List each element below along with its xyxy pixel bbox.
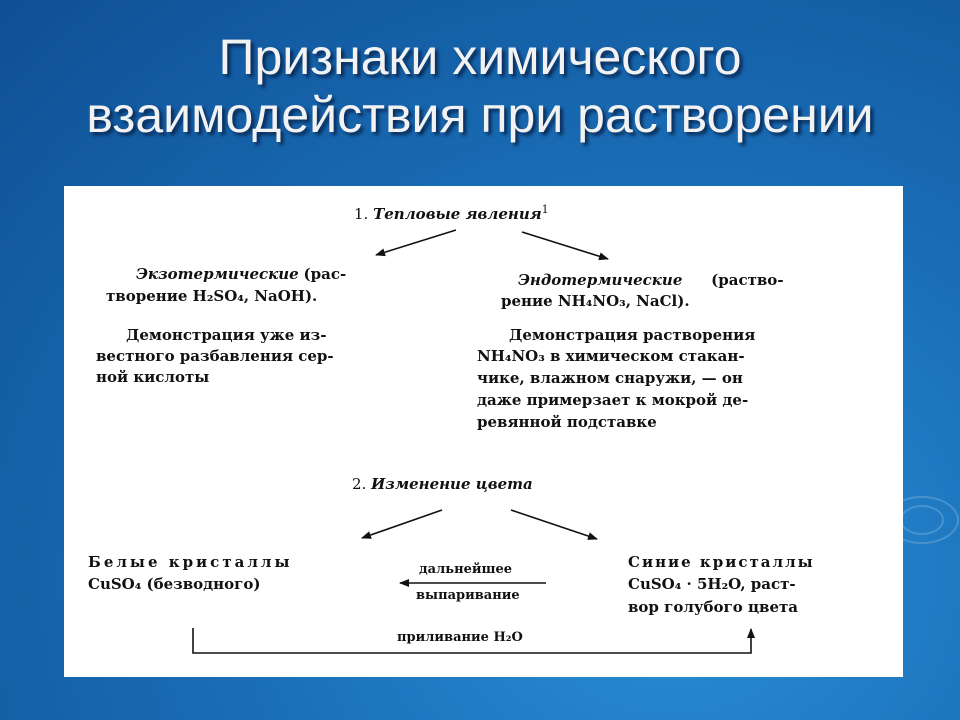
white-crystals-line-1: Белые кристаллы [88,553,293,571]
arrow-to-exo [375,229,457,257]
endo-demo-line: даже примерзает к мокрой де- [477,391,749,409]
section1-heading: 1. Тепловые явления1 [354,203,549,223]
endo-demo-line: Демонстрация растворения [509,326,756,344]
scheme-panel: 1. Тепловые явления1 Экзотермические (ра… [64,186,903,677]
endo-line-1: Эндотермические (раство- [518,271,784,289]
endo-demo-line: ревянной подставке [477,413,657,431]
evaporation-label-1: дальнейшее [419,562,513,577]
evaporation-label-2: выпаривание [416,588,520,603]
exo-line-1: Экзотермические (рас- [136,265,347,283]
endo-demo-line: чике, влажном снаружи, — он [477,369,743,387]
exo-demo-line: ной кислоты [96,368,210,386]
slide-title: Признаки химического взаимодействия при … [0,28,960,144]
title-line-2: взаимодействия при растворении [86,87,874,143]
section2-heading: 2. Изменение цвета [352,475,533,493]
pouring-arrow [192,628,755,654]
title-line-1: Признаки химического [218,29,742,85]
exo-demo-line: Демонстрация уже из- [126,326,327,344]
scheme-arrows [192,229,755,654]
exo-line-2: творение H₂SO₄, NaOH). [106,287,318,305]
blue-crystals-line-3: вор голубого цвета [628,598,799,616]
blue-crystals-line-2: CuSO₄ · 5H₂O, раст- [628,575,796,593]
exo-demo-line: вестного разбавления сер- [96,347,334,365]
arrow-to-blue [510,509,598,540]
endo-line-2: рение NH₄NO₃, NaCl). [501,292,690,310]
white-crystals-line-2: CuSO₄ (безводного) [88,575,261,593]
pouring-label: приливание H₂O [397,630,523,645]
blue-crystals-line-1: Синие кристаллы [628,553,815,571]
endo-demo-line: NH₄NO₃ в химическом стакан- [477,347,745,365]
arrow-to-endo [521,231,609,261]
arrow-to-white [361,509,443,539]
